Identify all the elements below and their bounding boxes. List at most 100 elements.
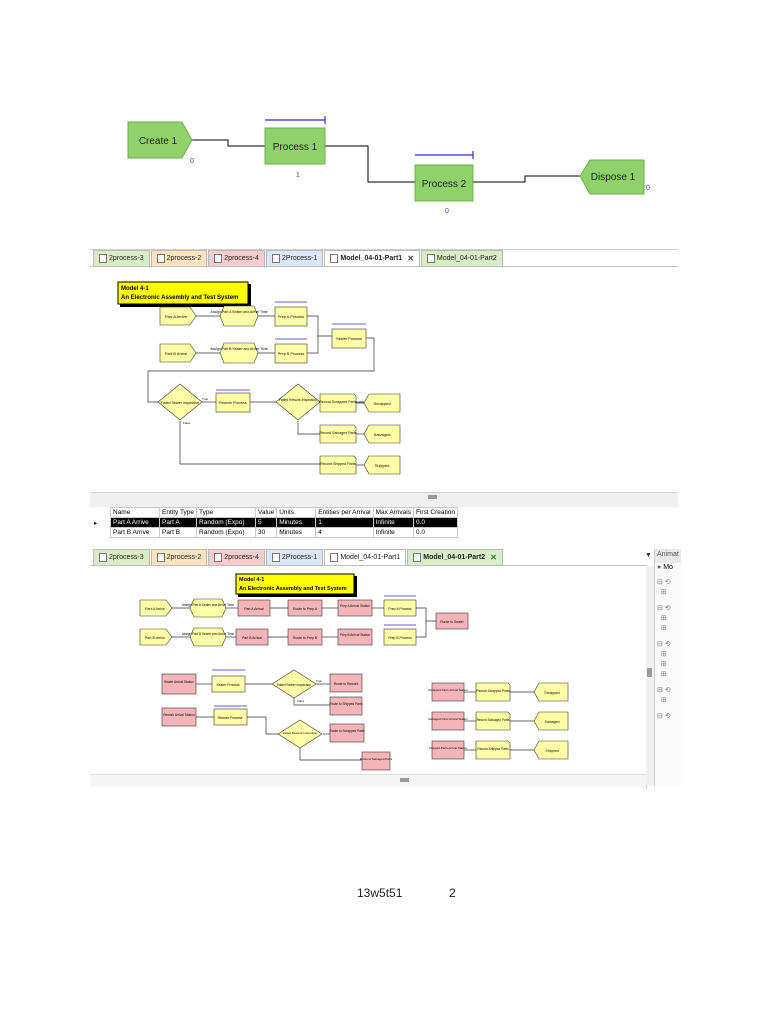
svg-text:Rework Process: Rework Process — [218, 716, 243, 720]
w2-prep-b-station[interactable]: Prep B Arrival Station — [337, 628, 373, 646]
close-icon[interactable]: ✕ — [490, 553, 497, 562]
w2-route-rework[interactable]: Route to Rework — [329, 673, 363, 693]
process1-module[interactable]: Process 1 — [264, 127, 326, 165]
w2-part-b-arrival[interactable]: Part B Arrival — [235, 628, 269, 646]
window2-tab-2process-2[interactable]: 2process-2 — [150, 549, 208, 565]
window2-tab-model-part1[interactable]: Model_04-01-Part1 — [324, 549, 407, 565]
w1-scrapped[interactable]: Scrapped — [363, 393, 401, 413]
w2-assign-a[interactable]: Assign Part A Sealer and Arrive Time — [182, 598, 234, 618]
window2-connectors — [172, 607, 534, 761]
svg-text:Scrapped: Scrapped — [544, 691, 559, 695]
document-icon — [156, 254, 165, 263]
hsplitter-grip[interactable] — [400, 778, 409, 782]
process1-counter: 1 — [296, 172, 300, 179]
w1-rework-process[interactable]: Rework Process — [215, 392, 251, 413]
w1-failed-rework[interactable]: Failed Rework Inspection — [275, 383, 321, 421]
window2-hsplitter[interactable] — [90, 774, 646, 787]
w2-prep-a-station[interactable]: Prep A Arrival Station — [337, 599, 373, 617]
w1-prep-b[interactable]: Prep B Process — [274, 343, 308, 364]
window2-tab-2process-4[interactable]: 2process-4 — [208, 549, 265, 565]
svg-text:Route to Prep A: Route to Prep A — [293, 607, 318, 611]
window1-splitter[interactable] — [90, 492, 678, 507]
dispose-module[interactable]: Dispose 1 — [579, 159, 645, 195]
w2-route-scrapped[interactable]: Route to Scrapped Parts — [330, 723, 365, 743]
svg-text:Route to Sealer: Route to Sealer — [440, 620, 464, 624]
w2-part-b-arrive[interactable]: Part B Arrive — [139, 628, 173, 646]
w2-shipped-station[interactable]: Shipped Parts Arrival Station — [429, 740, 468, 760]
dropdown-icon[interactable]: ▼ — [645, 552, 652, 559]
window1-tab-model-part1[interactable]: Model_04-01-Part1✕ — [324, 250, 420, 266]
process2-module[interactable]: Process 2 — [414, 164, 474, 202]
tree-node[interactable]: ⊟ ⟲ ⊞ — [657, 687, 671, 704]
scroll-thumb[interactable] — [647, 668, 652, 677]
w2-prep-a-process[interactable]: Prep A Process — [383, 599, 417, 617]
w2-rework-station[interactable]: Rework Arrival Station — [161, 707, 197, 727]
svg-text:Shipped: Shipped — [375, 463, 390, 468]
w1-record-salvaged[interactable]: Record Salvaged Parts — [320, 424, 357, 444]
w2-scrapped-station[interactable]: Scrapped Parts Arrival Station — [428, 682, 468, 702]
w1-prep-a[interactable]: Prep A Process — [274, 306, 308, 327]
row-pointer-icon: ▸ — [92, 517, 111, 528]
w2-route-shipped[interactable]: Route to Shipped Parts — [330, 696, 363, 716]
w2-route-prep-b[interactable]: Route to Prep B — [287, 628, 323, 646]
w1-part-b-arrive[interactable]: Part B Arrive — [159, 343, 197, 363]
w1-assign-a[interactable]: Assign Part A Sealer and Arrive Time — [210, 305, 268, 327]
eye-icon[interactable]: ● — [657, 564, 662, 571]
w2-route-sealer[interactable]: Route to Sealer — [435, 612, 469, 630]
svg-text:Sealer Arrival Station: Sealer Arrival Station — [164, 680, 194, 684]
w2-prep-b-process[interactable]: Prep B Process — [383, 628, 417, 646]
w2-route-prep-a[interactable]: Route to Prep A — [287, 599, 323, 617]
svg-text:Assign Part B Sealer and Arriv: Assign Part B Sealer and Arrive Time — [182, 632, 235, 636]
window1-tab-2process-3[interactable]: 2process-3 — [93, 250, 150, 266]
w2-salvaged-station[interactable]: Salvaged Parts Arrival Station — [428, 711, 468, 731]
tree-node[interactable]: ⊟ ⟲ ⊞ ⊞ ⊞ — [657, 641, 671, 678]
w2-route-salvaged[interactable]: Route to Salvaged Parts — [360, 751, 393, 771]
w2-failed-sealer[interactable]: Failed Sealer Inspection — [271, 669, 317, 699]
splitter-grip[interactable] — [428, 495, 437, 499]
grid-header: Type — [196, 507, 257, 518]
w2-sealer-process[interactable]: Sealer Process — [211, 675, 246, 693]
window1-tabbar: 2process-3 2process-2 2process-4 2Proces… — [93, 250, 504, 266]
w1-assign-b[interactable]: Assign Part B Sealer and Arrive Time — [210, 342, 268, 364]
w2-record-shipped[interactable]: Record Shipped Parts — [475, 740, 511, 760]
grid-header: Max Arrivals — [372, 507, 415, 518]
w2-assign-b[interactable]: Assign Part B Sealer and Arrive Time — [182, 627, 235, 647]
w1-part-a-arrive[interactable]: Part A Arrive — [159, 306, 197, 326]
close-icon[interactable]: ✕ — [407, 254, 414, 263]
window1-tab-2process-1[interactable]: 2Process-1 — [265, 250, 324, 266]
w2-record-scrapped[interactable]: Record Scrapped Parts — [475, 682, 511, 702]
w1-failed-sealer[interactable]: Failed Sealer Inspection — [157, 383, 203, 421]
grid-header: Value — [255, 507, 278, 518]
table-row[interactable]: ▸ Part A Arrive Part A Random (Expo) 5 M… — [92, 517, 459, 528]
w1-record-shipped[interactable]: Record Shipped Parts — [319, 455, 357, 475]
window2-tab-2process-3[interactable]: 2process-3 — [93, 549, 150, 565]
window1-tab-model-part2[interactable]: Model_04-01-Part2 — [420, 250, 503, 266]
w2-failed-rework[interactable]: Failed Rework Inspection — [277, 719, 323, 749]
footer-doc-id: 13w5t51 — [357, 886, 403, 900]
tree-node[interactable]: ⊟ ⟲ — [657, 713, 671, 720]
create-module[interactable]: Create 1 — [127, 121, 193, 159]
w2-salvaged[interactable]: Salvaged — [533, 711, 569, 731]
w1-shipped[interactable]: Shipped — [363, 455, 401, 475]
w2-part-a-arrival[interactable]: Part A Arrival — [237, 599, 271, 617]
create-label: Create 1 — [139, 136, 178, 147]
window2-tab-model-part2[interactable]: Model_04-01-Part2✕ — [407, 549, 503, 565]
w1-sealer-process[interactable]: Sealer Process — [331, 328, 367, 349]
window1-tab-2process-2[interactable]: 2process-2 — [150, 250, 208, 266]
window1-tab-2process-4[interactable]: 2process-4 — [208, 250, 265, 266]
svg-text:Salvaged Parts Arrival Station: Salvaged Parts Arrival Station — [428, 717, 468, 721]
w2-record-salvaged[interactable]: Record Salvaged Parts — [475, 711, 511, 731]
w1-salvaged[interactable]: Salvaged — [363, 424, 401, 444]
w2-part-a-arrive[interactable]: Part A Arrive — [139, 599, 173, 617]
tree-node[interactable]: ⊟ ⟲ ⊞ — [657, 579, 671, 596]
window2-tab-2process-1[interactable]: 2Process-1 — [265, 549, 324, 565]
w2-sealer-station[interactable]: Sealer Arrival Station — [161, 673, 197, 695]
svg-text:Route to Salvaged Parts: Route to Salvaged Parts — [360, 757, 393, 761]
tree-node[interactable]: ⊟ ⟲ ⊞ ⊞ — [657, 605, 671, 632]
document-icon — [330, 254, 339, 263]
w2-scrapped[interactable]: Scrapped — [533, 682, 569, 702]
w2-shipped[interactable]: Shipped — [533, 740, 569, 760]
w2-rework-process[interactable]: Rework Process — [213, 708, 248, 726]
w1-record-scrapped[interactable]: Record Scrapped Parts — [319, 393, 357, 413]
table-row[interactable]: Part B Arrive Part B Random (Expo) 30 Mi… — [92, 527, 459, 538]
